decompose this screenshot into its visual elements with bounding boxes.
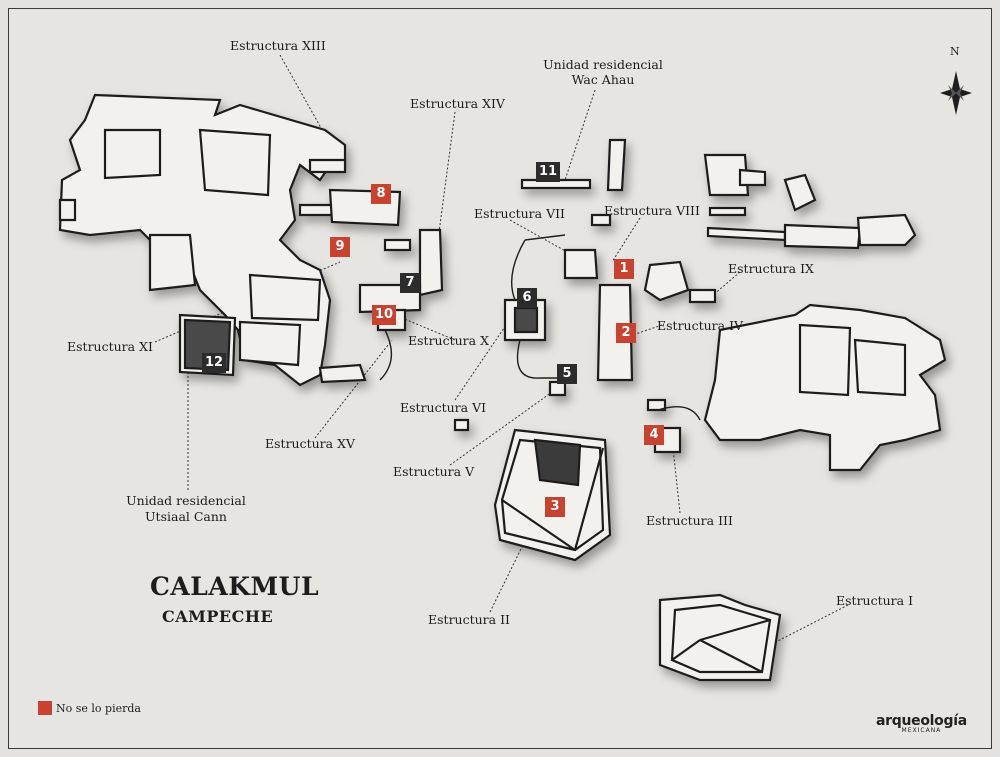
footpaths [379, 234, 701, 421]
label-estructura-xi: Estructura XI [67, 339, 153, 354]
marker-6: 6 [517, 288, 537, 308]
legend-swatch [38, 701, 52, 715]
marker-2: 2 [616, 323, 636, 343]
marker-1: 1 [614, 259, 634, 279]
label-estructura-i: Estructura I [836, 593, 914, 608]
compass-rose-icon [940, 71, 972, 115]
label-estructura-xiv: Estructura XIV [410, 96, 505, 111]
label-estructura-viii: Estructura VIII [604, 203, 700, 218]
map-title: CALAKMUL [150, 572, 320, 601]
marker-8: 8 [371, 184, 391, 204]
label-estructura-xiii: Estructura XIII [230, 38, 326, 53]
label-unidad-wac-ahau-line1: Unidad residencial [543, 57, 663, 72]
marker-10: 10 [372, 305, 396, 325]
estructura-i-pyramid [658, 593, 782, 682]
publisher-logo: arqueología MEXICANA [876, 713, 967, 734]
central-north-structures [358, 138, 717, 432]
label-estructura-iv: Estructura IV [657, 318, 744, 333]
legend-label: No se lo pierda [56, 701, 141, 715]
east-complex [646, 303, 947, 472]
marker-7: 7 [400, 273, 420, 293]
north-label: N [950, 45, 960, 58]
label-estructura-xv: Estructura XV [265, 436, 355, 451]
label-estructura-vii: Estructura VII [474, 206, 565, 221]
brand-subtitle: MEXICANA [901, 727, 942, 734]
map-subtitle: CAMPECHE [162, 607, 274, 626]
northeast-structures [703, 153, 917, 250]
label-estructura-v: Estructura V [393, 464, 475, 479]
marker-3: 3 [545, 497, 565, 517]
brand-name: arqueología [876, 713, 967, 729]
label-estructura-ii: Estructura II [428, 612, 510, 627]
marker-12: 12 [202, 353, 226, 373]
label-estructura-iii: Estructura III [646, 513, 733, 528]
marker-11: 11 [536, 162, 560, 182]
label-unidad-utsiaal-line1: Unidad residencial [126, 493, 246, 508]
label-estructura-ix: Estructura IX [728, 261, 814, 276]
label-estructura-vi: Estructura VI [400, 400, 487, 415]
label-unidad-utsiaal-line2: Utsiaal Cann [145, 509, 227, 524]
marker-9: 9 [330, 237, 350, 257]
legend: No se lo pierda [38, 701, 141, 715]
label-unidad-wac-ahau-line2: Wac Ahau [571, 72, 635, 87]
marker-4: 4 [644, 425, 664, 445]
label-estructura-x: Estructura X [408, 333, 489, 348]
estructura-ii-pyramid [493, 428, 612, 562]
marker-5: 5 [557, 364, 577, 384]
